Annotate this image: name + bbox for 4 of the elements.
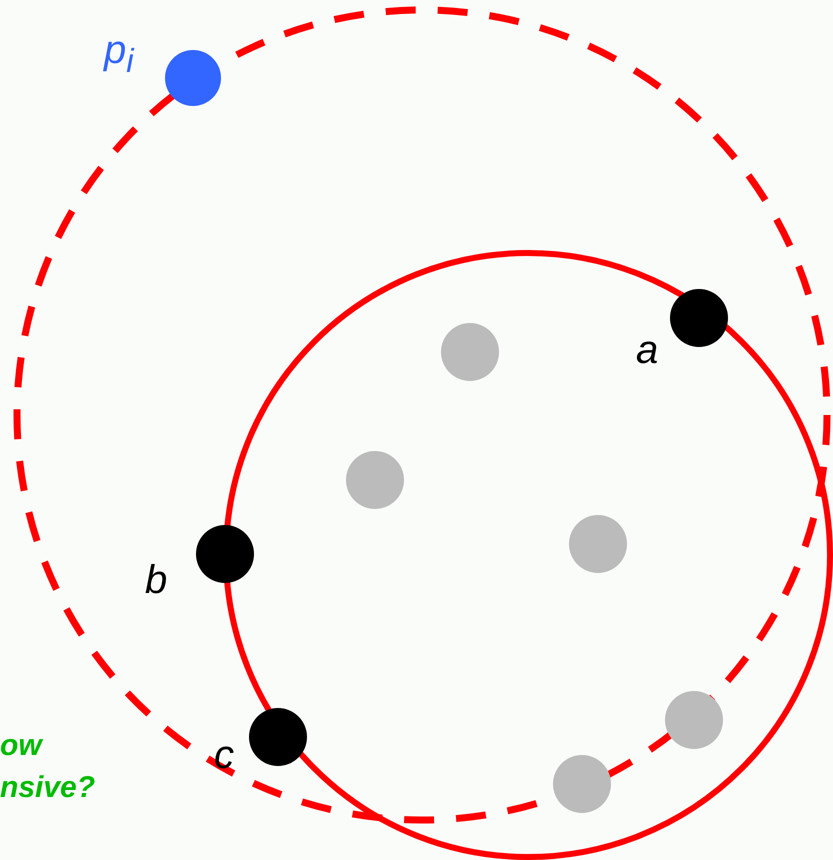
- point-label: b: [145, 560, 168, 600]
- point-label: p$_{i}$: [104, 30, 134, 78]
- question-text: ow nsive?: [0, 728, 96, 806]
- point-label: a: [636, 330, 658, 370]
